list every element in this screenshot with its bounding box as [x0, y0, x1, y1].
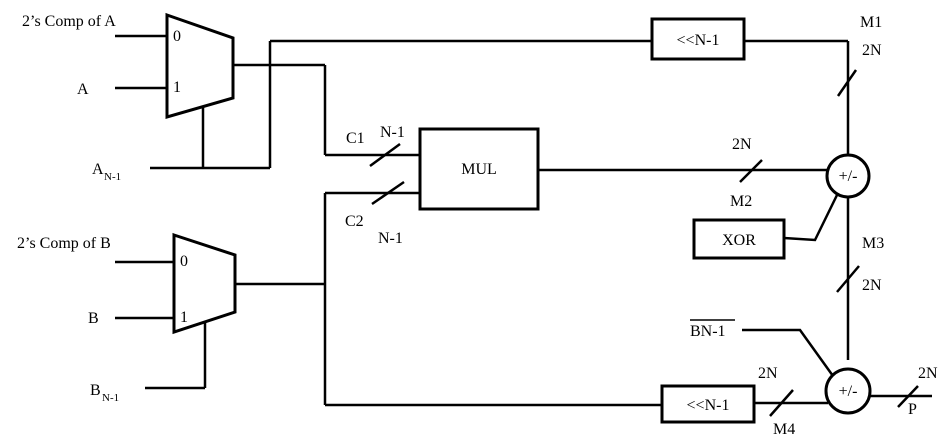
add-sub-bottom-label: +/- — [839, 383, 858, 400]
label-m1-width: 2N — [862, 42, 882, 59]
label-p: P — [908, 401, 917, 418]
mul-block — [418, 127, 540, 211]
label-m4-width: 2N — [758, 365, 778, 382]
add-sub-bottom — [824, 367, 872, 415]
m1-slash — [836, 69, 858, 97]
mul-label: MUL — [461, 161, 497, 178]
c1-slash — [369, 142, 401, 168]
mux-a-port-1: 1 — [173, 79, 181, 96]
c2-slash — [371, 180, 405, 206]
label-b-n-1-sub: N-1 — [102, 392, 119, 404]
add-sub-top-label: +/- — [839, 168, 858, 185]
xor-out-wire — [783, 192, 840, 242]
p-slash — [897, 385, 919, 408]
bn-1-wire — [742, 328, 835, 377]
mux-b-port-0: 0 — [180, 253, 188, 270]
label-c1: C1 — [346, 130, 365, 147]
label-a-n-1-sub: N-1 — [104, 171, 121, 183]
mux-a-port-0: 0 — [173, 28, 181, 45]
xor-block — [692, 218, 786, 260]
shift-bottom-block — [660, 384, 756, 424]
label-c2: C2 — [345, 213, 364, 230]
label-2s-comp-b: 2’s Comp of B — [17, 235, 111, 252]
label-m3-width: 2N — [862, 277, 882, 294]
m4-slash — [769, 389, 794, 417]
label-m1: M1 — [860, 14, 882, 31]
label-m2: M2 — [730, 193, 752, 210]
label-c2-width: N-1 — [378, 230, 403, 247]
mux-b: 0 1 — [115, 232, 237, 388]
label-a: A — [77, 81, 89, 98]
label-m2-width: 2N — [732, 136, 752, 153]
label-c1-width: N-1 — [380, 124, 405, 141]
shift-top-label: <<N-1 — [677, 32, 720, 49]
m3-slash — [836, 265, 860, 293]
mux-b-port-1: 1 — [180, 309, 188, 326]
shift-top-block — [650, 17, 746, 61]
label-a-n-1-main: A — [92, 161, 104, 178]
label-b-n-1: B N-1 — [90, 382, 119, 404]
shift-bottom-label: <<N-1 — [687, 397, 730, 414]
mux-a: 0 1 — [115, 12, 235, 168]
label-b-n-1-main: B — [90, 382, 101, 399]
label-p-width: 2N — [918, 365, 938, 382]
label-2s-comp-a: 2’s Comp of A — [22, 13, 116, 30]
label-bn-1: BN-1 — [690, 323, 726, 340]
m2-slash — [739, 159, 763, 183]
label-b: B — [88, 310, 99, 327]
xor-label: XOR — [722, 232, 756, 249]
label-m4: M4 — [773, 421, 795, 438]
mux-a-body — [165, 12, 235, 119]
label-a-n-1: A N-1 — [92, 161, 121, 183]
mux-b-body — [172, 232, 237, 335]
label-m3: M3 — [862, 235, 884, 252]
